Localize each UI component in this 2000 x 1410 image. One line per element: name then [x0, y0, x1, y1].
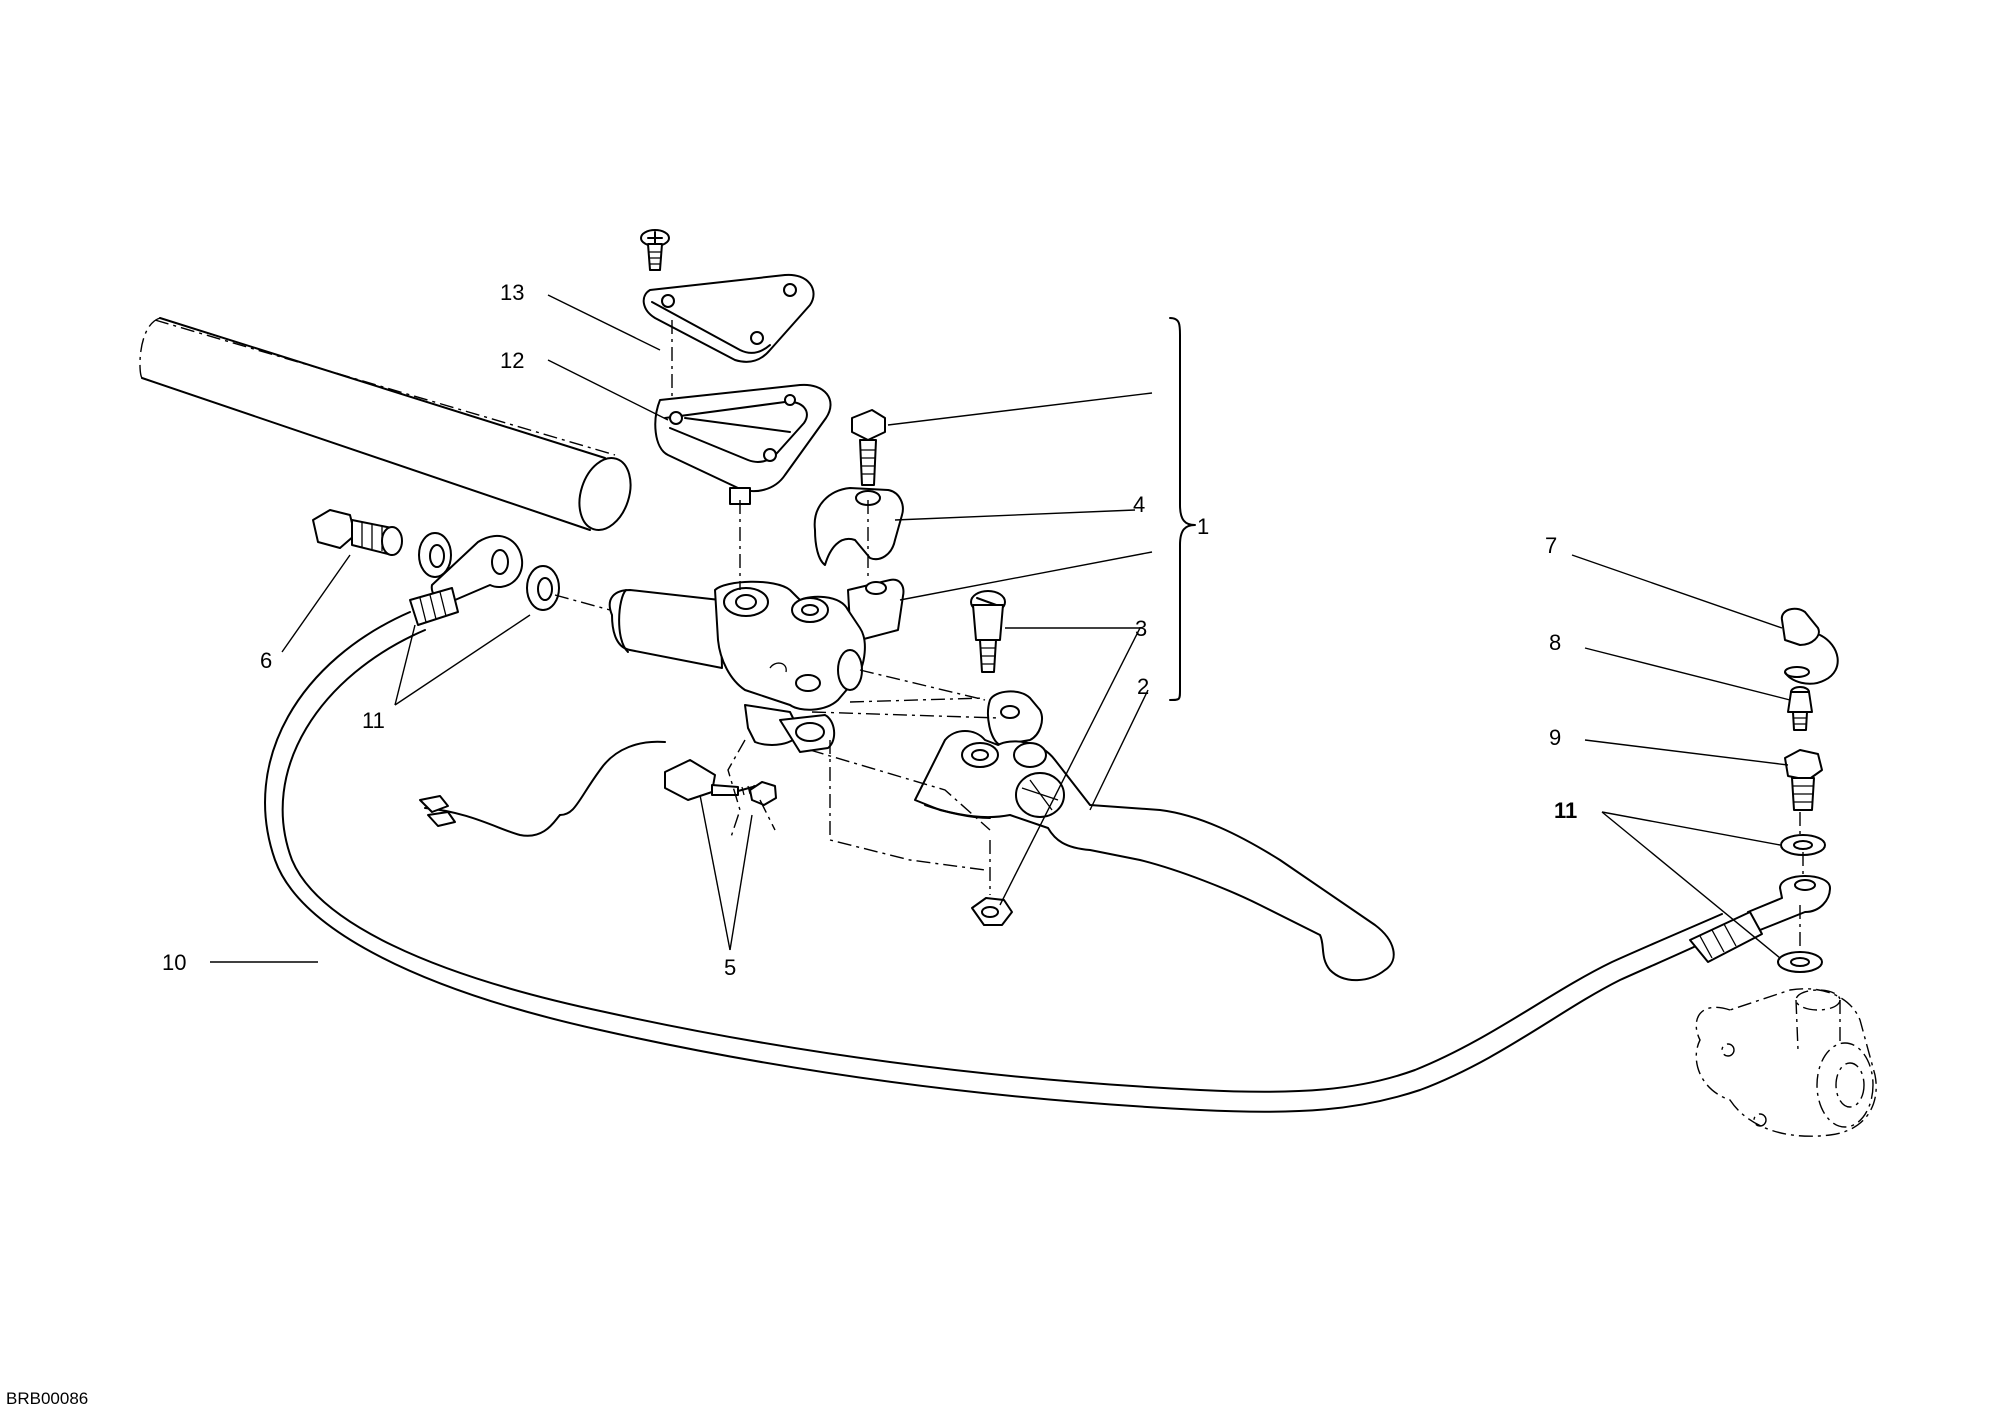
right-banjo-assembly	[1689, 834, 1831, 973]
callout-10: 10	[162, 950, 186, 975]
pivot-bolt	[970, 590, 1006, 673]
callout-3: 3	[1135, 616, 1147, 641]
callout-13: 13	[500, 280, 524, 305]
callout-2: 2	[1137, 674, 1149, 699]
clutch-hose	[264, 611, 1731, 1113]
callout-9: 9	[1549, 725, 1561, 750]
pivot-nut	[971, 897, 1013, 926]
reservoir-body	[654, 383, 832, 505]
callout-8: 8	[1549, 630, 1561, 655]
assembly-lines	[671, 320, 1804, 952]
leader-lines	[210, 294, 1791, 963]
reservoir-cover	[642, 273, 815, 363]
handlebar-tube	[139, 317, 632, 531]
bleed-cap	[1780, 607, 1839, 685]
master-cylinder-body	[608, 580, 866, 753]
assembly-brace	[1169, 317, 1196, 701]
callout-5: 5	[724, 955, 736, 980]
drawing-code: BRB00086	[6, 1389, 88, 1408]
callout-12: 12	[500, 348, 524, 373]
banjo-assembly	[312, 509, 611, 626]
slave-cylinder	[1695, 988, 1877, 1137]
clamp-half	[813, 487, 904, 566]
callout-11-right: 11	[1554, 798, 1577, 823]
callout-6: 6	[260, 648, 272, 673]
callout-1: 1	[1197, 514, 1209, 539]
clutch-lever	[914, 690, 1395, 982]
mounting-block	[847, 578, 905, 641]
clamp-bolt	[851, 409, 886, 486]
bleed-nipple	[1787, 686, 1813, 731]
union-fitting	[1784, 749, 1823, 811]
callout-11-left: 11	[362, 708, 385, 733]
callout-7: 7	[1545, 533, 1557, 558]
callout-4: 4	[1133, 492, 1145, 517]
reservoir-screw	[640, 229, 670, 271]
clutch-switch	[419, 740, 777, 837]
